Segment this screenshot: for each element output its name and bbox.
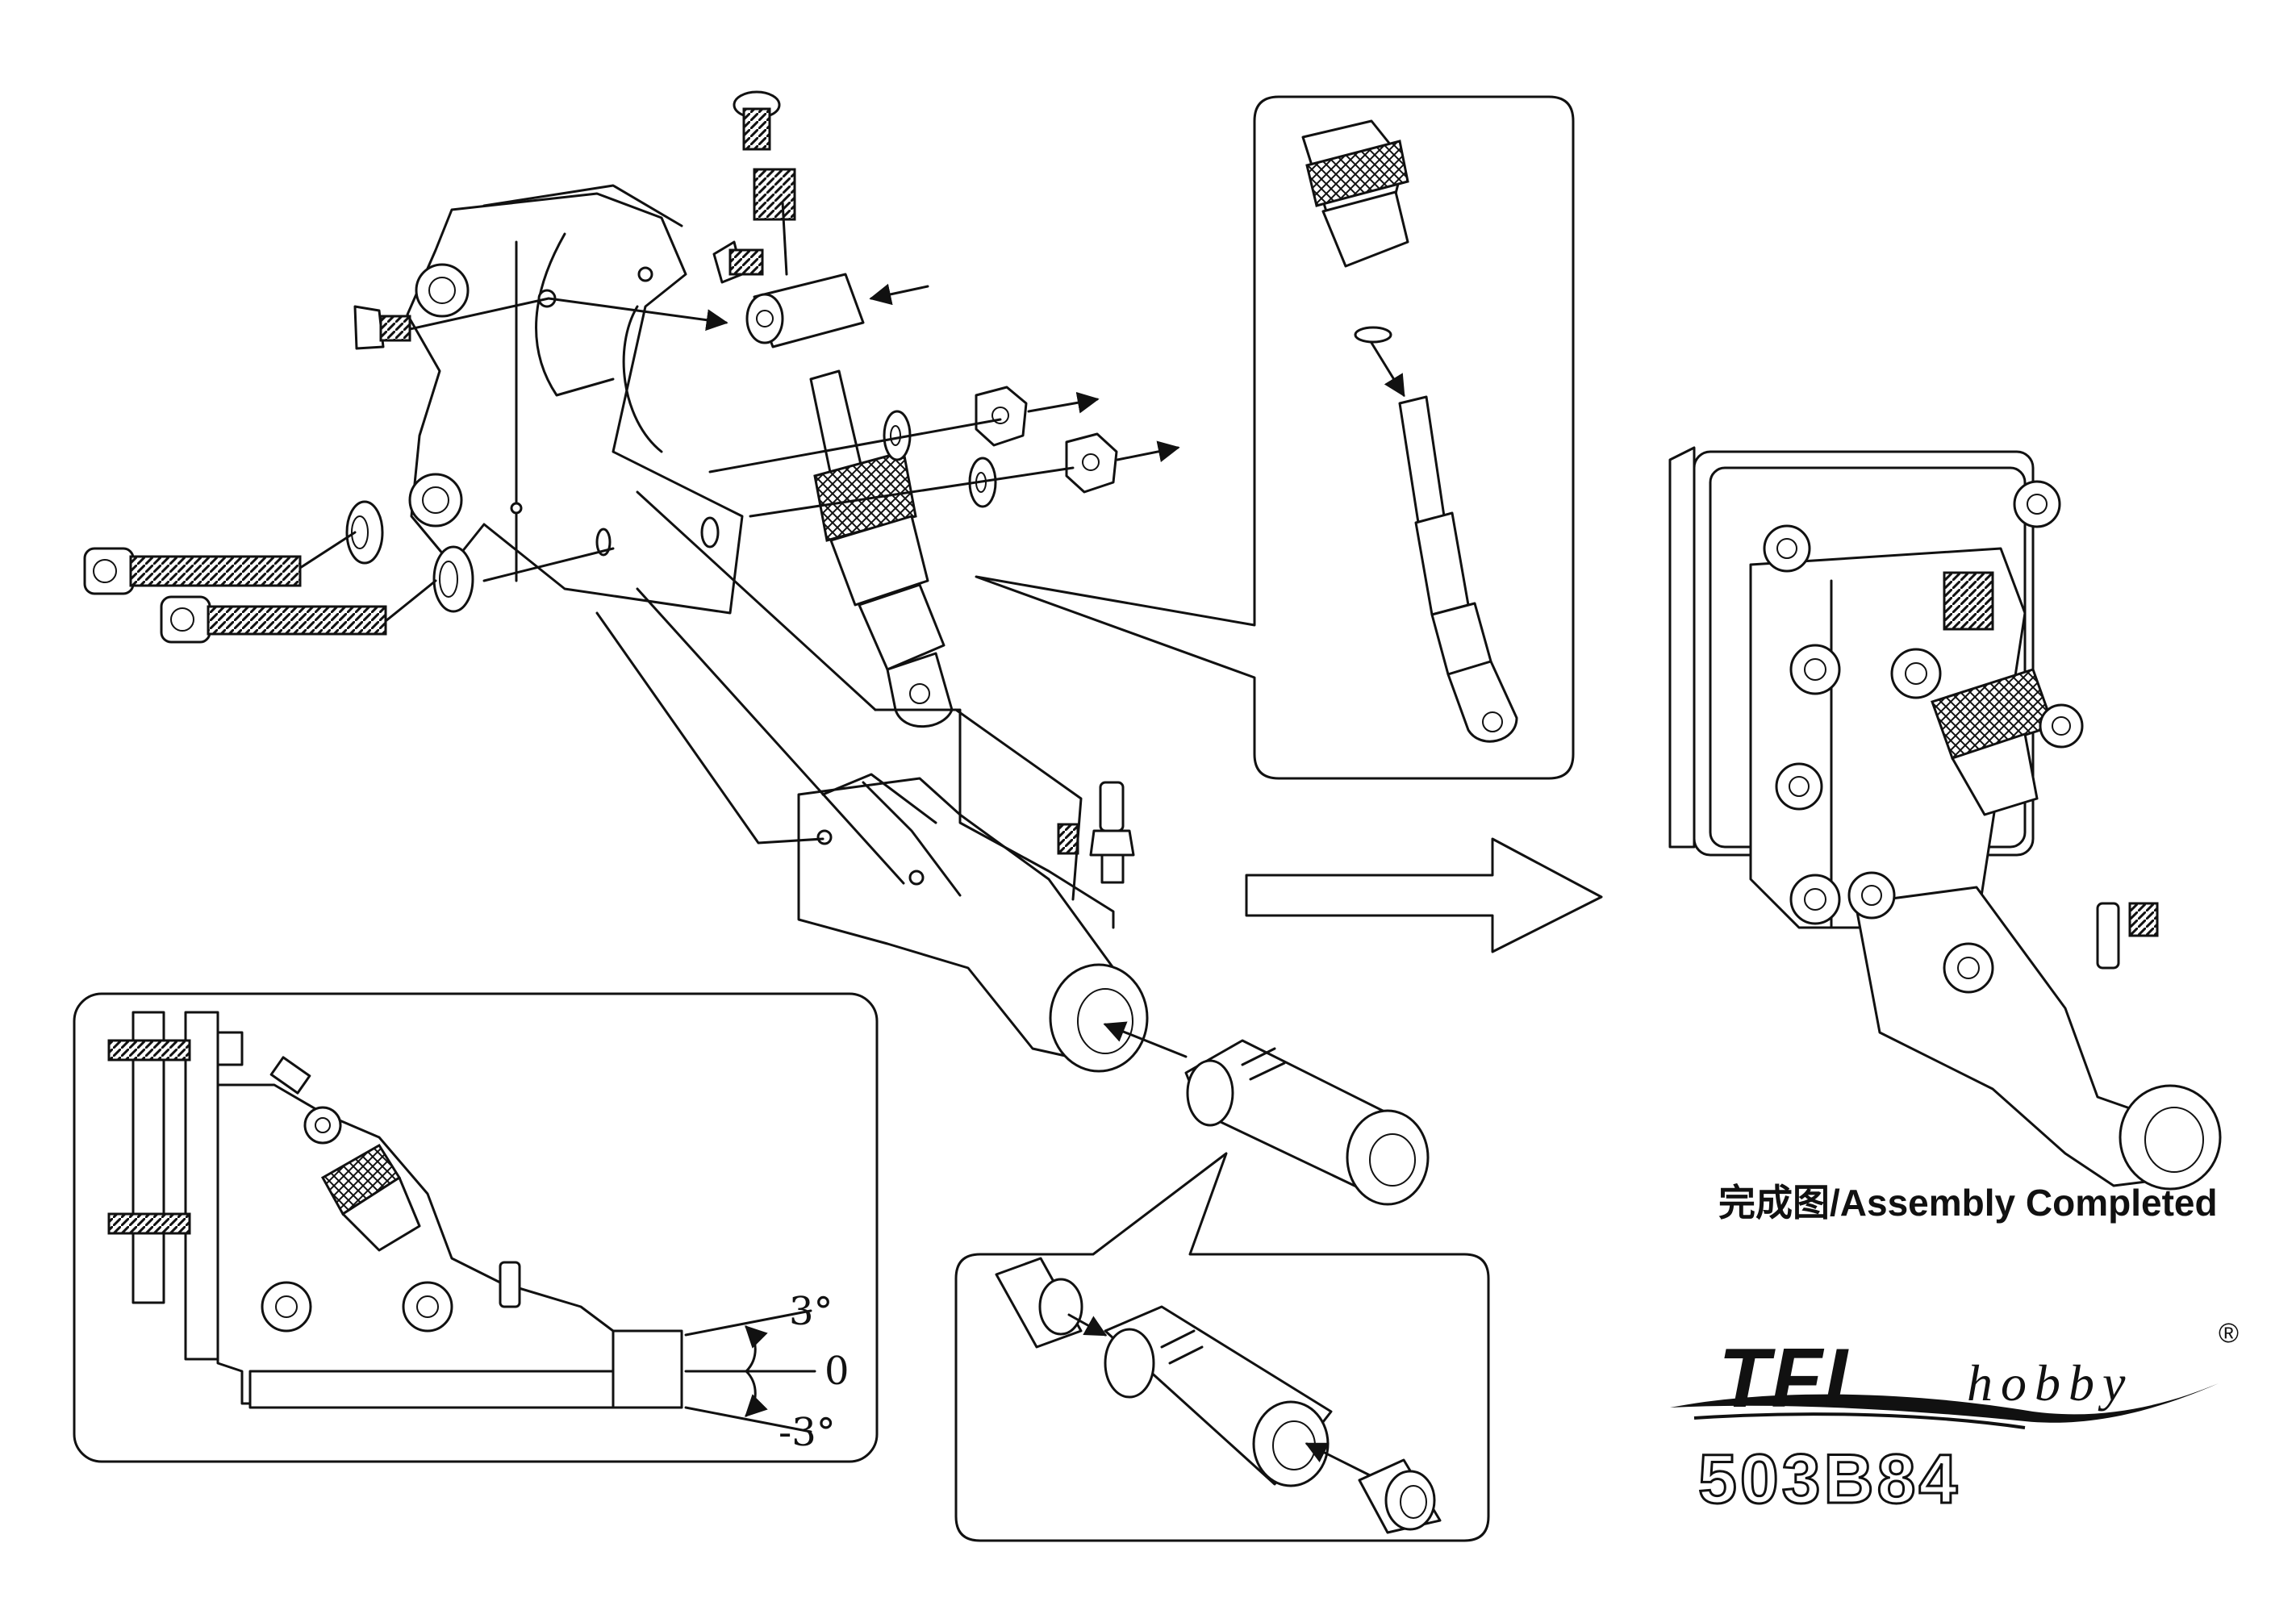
leader-line	[636, 587, 905, 885]
angle-label-center: 0	[824, 1349, 850, 1394]
assembled-grease-nipple	[2096, 902, 2120, 970]
long-cap-screw-upper	[83, 547, 302, 595]
leader-line	[874, 708, 1115, 929]
long-cap-screw-lower	[160, 595, 387, 644]
brand-main-text: TFL	[1718, 1332, 1877, 1425]
leader-line	[298, 531, 357, 569]
top-screw	[733, 90, 781, 151]
angle-label-lower: -3°	[779, 1410, 836, 1455]
assembled-view	[1668, 446, 2222, 1191]
angle-label-upper: 3°	[789, 1289, 833, 1334]
leader-line	[749, 466, 1075, 518]
angle-line-lower	[684, 1406, 812, 1433]
angle-arrow-down	[745, 1370, 768, 1417]
assembled-bolts	[1763, 480, 2084, 994]
brand-sub-text: hobby	[1967, 1354, 2134, 1412]
grease-nipple	[1089, 781, 1135, 884]
set-screw	[712, 240, 764, 284]
assembly-caption: 完成图/Assembly Completed	[1718, 1182, 2218, 1224]
angle-indicator: 3° 0 -3°	[684, 1289, 850, 1455]
callout-bushing-detail	[954, 1152, 1490, 1542]
adjuster-rod	[809, 369, 954, 728]
mounting-bracket	[406, 184, 744, 615]
leader-line	[708, 418, 1002, 473]
brand-logo: TFL hobby ®	[1654, 1315, 2267, 1436]
leader-line	[781, 200, 788, 276]
arrow	[1027, 391, 1100, 414]
angle-line-upper	[684, 1309, 812, 1337]
washer-nut-lower	[968, 432, 1118, 508]
model-number: 503B84	[1697, 1440, 1961, 1520]
registered-mark: ®	[2219, 1318, 2240, 1349]
callout-rod-detail	[975, 95, 1575, 780]
spring	[753, 168, 796, 221]
pivot-block	[745, 273, 865, 348]
leader-line	[482, 547, 615, 582]
assembly-arrow	[1245, 837, 1603, 953]
leader-line	[954, 708, 1083, 901]
arrow	[869, 283, 929, 306]
spacer-washers-left	[345, 500, 474, 613]
leader-line	[408, 297, 550, 331]
angle-arrow-up	[745, 1325, 768, 1373]
arrow	[1103, 1021, 1188, 1058]
tube-bushing	[1184, 1039, 1430, 1206]
washer-nut-upper	[883, 386, 1028, 461]
small-flat-screw	[353, 305, 411, 350]
leader-line	[595, 611, 824, 845]
arrow	[547, 297, 728, 332]
inset-side-view	[73, 992, 879, 1463]
brand-swoosh	[1670, 1383, 2219, 1429]
lower-arm	[797, 773, 1149, 1073]
grub-screw	[1057, 823, 1079, 855]
leader-line	[384, 579, 437, 623]
leader-line	[636, 490, 877, 711]
arrow	[1116, 440, 1180, 463]
